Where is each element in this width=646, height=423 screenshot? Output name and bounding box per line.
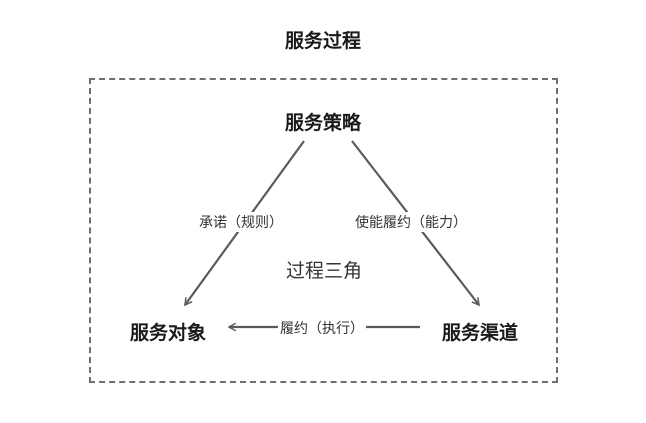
node-service-channel: 服务渠道 [441, 322, 519, 344]
diagram-title: 服务过程 [284, 30, 361, 52]
edge-label-fulfillment: 履约（执行） [278, 318, 366, 338]
process-frame [89, 78, 558, 383]
center-label-process-triangle: 过程三角 [285, 260, 363, 282]
node-service-strategy: 服务策略 [284, 112, 362, 134]
node-service-object: 服务对象 [129, 322, 207, 344]
edge-label-commitment: 承诺（规则） [197, 212, 285, 232]
edge-label-enable-fulfillment: 使能履约（能力） [353, 212, 469, 232]
